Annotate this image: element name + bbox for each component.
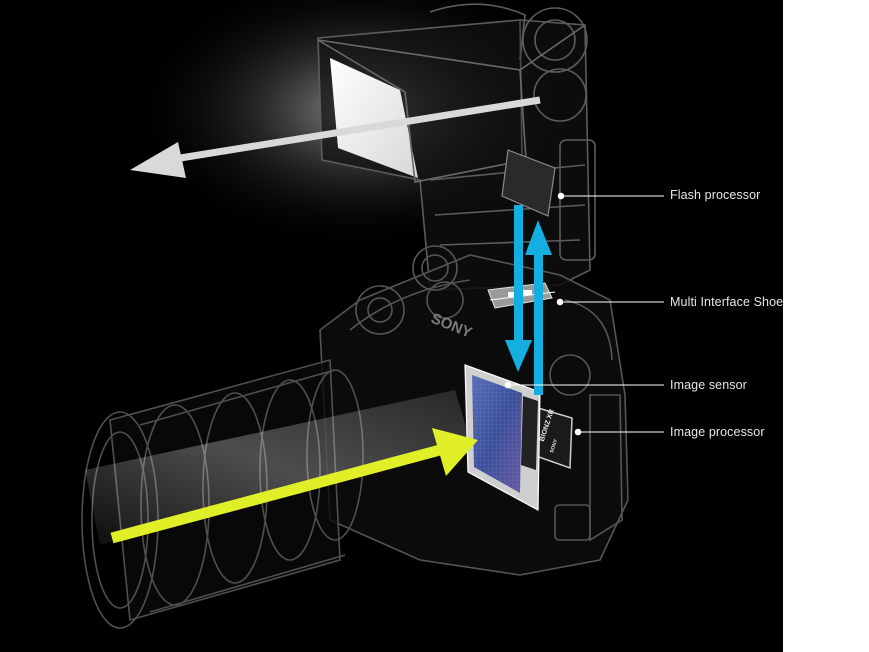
label-flash-processor: Flash processor [670,188,761,202]
processor-chip-maker: SONY [549,438,559,454]
label-multi-interface-shoe: Multi Interface Shoe [670,295,783,309]
signal-down-arrow [505,205,532,372]
label-image-sensor: Image sensor [670,378,747,392]
callout-dot-image-processor [574,428,582,436]
callout-lines [504,192,664,436]
light-beam [85,390,470,545]
callout-dot-flash-processor [557,192,565,200]
light-path-arrow [110,428,478,544]
callout-dot-image-sensor [504,381,512,389]
label-image-processor: Image processor [670,425,765,439]
signal-up-arrow [525,220,552,395]
image-sensor-module [464,364,541,511]
camera-flash-diagram: SONY BIONZ XR SONY [0,0,783,652]
flash-output-arrow [130,96,541,178]
flash-processor-chip [501,149,556,217]
flash-head-light [330,58,418,178]
diagram-illustration: SONY BIONZ XR SONY [81,0,664,629]
callout-dot-shoe [556,298,564,306]
